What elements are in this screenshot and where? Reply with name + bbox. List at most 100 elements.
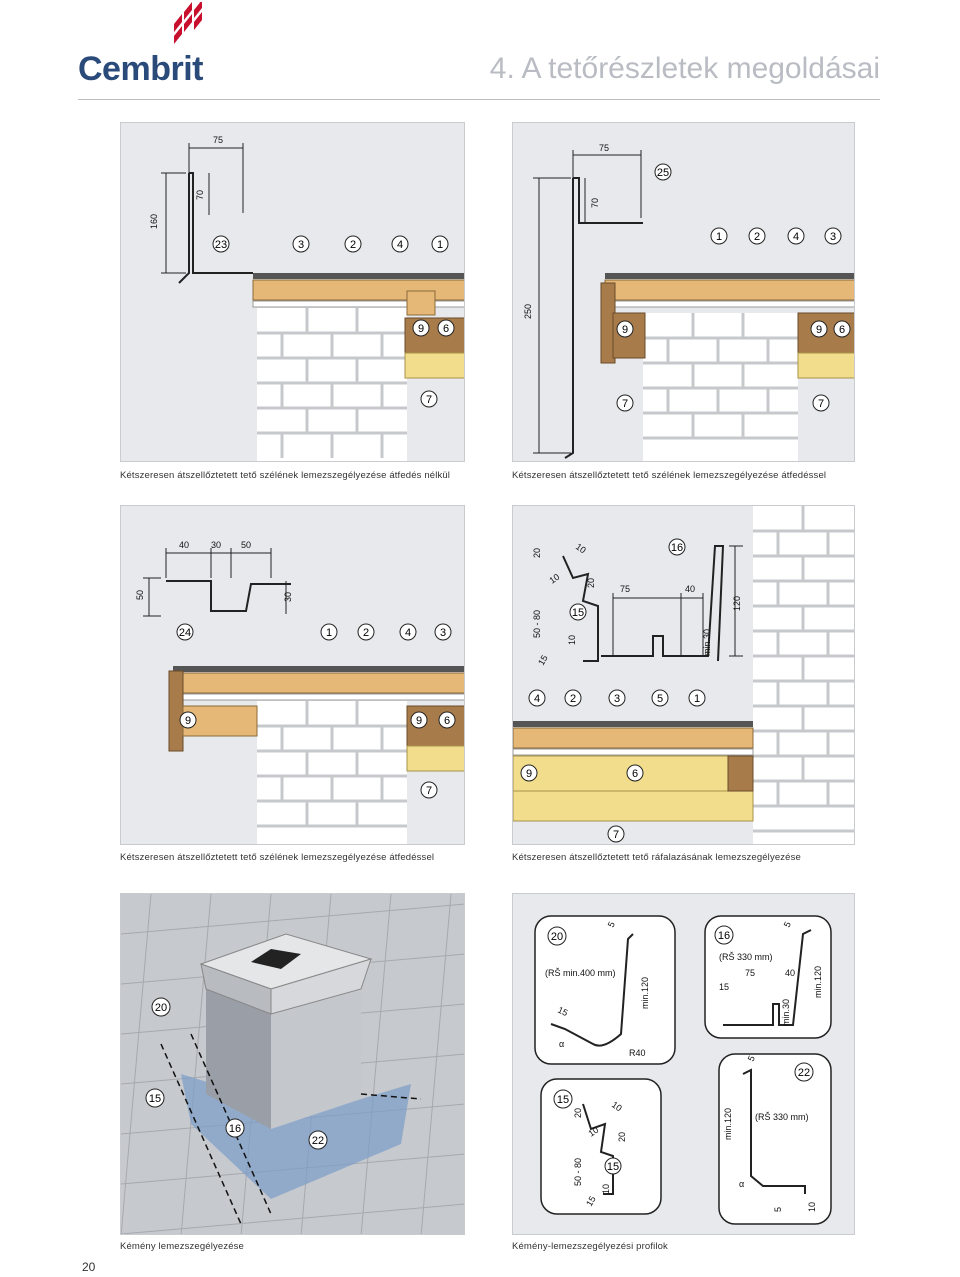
d22-dim-min120: min.120 — [723, 1108, 733, 1140]
wall-abutment-drawing: 20 10 10 20 50 - 80 10 15 75 40 120 min.… — [513, 506, 854, 844]
eaves-no-overlap-drawing: 75 70 160 23 3 2 4 1 9 6 7 — [149, 135, 464, 461]
chimney-3d-illustration: 20 15 16 22 — [120, 893, 465, 1235]
d22-label: 22 — [798, 1067, 810, 1079]
d22-alpha: α — [739, 1179, 744, 1189]
d22-dim-10: 10 — [807, 1202, 817, 1212]
caption-panel-4: Kétszeresen átszellőztetett tető ráfalaz… — [512, 852, 801, 863]
dim-10-b: 10 — [547, 572, 561, 586]
d16-label: 16 — [718, 930, 730, 942]
label-9-left: 9 — [622, 324, 628, 336]
chimney-3d-drawing: 20 15 16 22 — [121, 894, 464, 1234]
verge-overlap-drawing: 40 30 50 50 30 24 1 2 4 3 9 9 6 7 — [135, 540, 464, 844]
label-15: 15 — [149, 1093, 161, 1105]
dim-70: 70 — [195, 190, 205, 200]
chimney-profiles-drawing: 20 (RŠ min.400 mm) 5 15 min.120 R40 α 16… — [534, 915, 832, 1225]
label-1: 1 — [326, 627, 332, 639]
d16-dim-40: 40 — [785, 968, 795, 978]
chimney-profiles-panel: 20 (RŠ min.400 mm) 5 15 min.120 R40 α 16… — [512, 893, 855, 1235]
d15-dim-50-80: 50 - 80 — [573, 1158, 583, 1186]
d15-dim-15: 15 — [584, 1194, 598, 1208]
caption-panel-6: Kémény-lemezszegélyezési profilok — [512, 1241, 668, 1252]
label-9: 9 — [418, 323, 424, 335]
label-6: 6 — [444, 715, 450, 727]
d20-dim-r40: R40 — [629, 1048, 646, 1058]
label-24: 24 — [179, 627, 191, 639]
caption-panel-5: Kémény lemezszegélyezése — [120, 1241, 244, 1252]
brand-name: Cembrit — [78, 50, 203, 88]
d15-label: 15 — [557, 1094, 569, 1106]
d16-dim-75: 75 — [745, 968, 755, 978]
label-6: 6 — [632, 768, 638, 780]
label-4: 4 — [793, 231, 799, 243]
label-7: 7 — [426, 394, 432, 406]
dim-250: 250 — [523, 304, 533, 319]
d16-dim-15: 15 — [719, 982, 729, 992]
d22-note: (RŠ 330 mm) — [755, 1112, 809, 1122]
dim-15: 15 — [536, 653, 550, 667]
detail-panel-eaves-no-overlap: 75 70 160 23 3 2 4 1 9 6 7 — [120, 122, 465, 462]
page-title: 4. A tetőrészletek megoldásai — [489, 52, 880, 85]
d15-dim-20-a: 20 — [573, 1108, 583, 1118]
label-6: 6 — [839, 324, 845, 336]
dim-50-side: 50 — [135, 590, 145, 600]
dim-75: 75 — [620, 584, 630, 594]
label-20: 20 — [155, 1002, 167, 1014]
d15-dim-10-b: 10 — [586, 1125, 600, 1139]
label-23: 23 — [215, 239, 227, 251]
d20-dim-5: 5 — [606, 920, 617, 929]
label-4: 4 — [534, 693, 540, 705]
d16-note: (RŠ 330 mm) — [719, 952, 773, 962]
label-2: 2 — [350, 239, 356, 251]
d20-alpha: α — [559, 1039, 564, 1049]
label-7-left: 7 — [622, 398, 628, 410]
dim-10-a: 10 — [574, 541, 588, 555]
detail-panel-wall-abutment: 20 10 10 20 50 - 80 10 15 75 40 120 min.… — [512, 505, 855, 845]
d20-dim-15: 15 — [556, 1005, 569, 1018]
d15-dim-10-a: 10 — [610, 1099, 624, 1113]
d20-dim-min120: min.120 — [640, 977, 650, 1009]
d16-dim-5: 5 — [782, 920, 793, 929]
d22-dim-5: 5 — [773, 1207, 783, 1212]
label-7-right: 7 — [818, 398, 824, 410]
page-number: 20 — [82, 1260, 96, 1274]
label-7: 7 — [613, 829, 619, 841]
detail-panel-verge-overlap: 40 30 50 50 30 24 1 2 4 3 9 9 6 7 — [120, 505, 465, 845]
caption-panel-2: Kétszeresen átszellőztetett tető széléne… — [512, 470, 827, 481]
label-5: 5 — [657, 693, 663, 705]
dim-20-side: 20 — [586, 578, 596, 588]
detail-panel-eaves-overlap: 75 70 250 25 1 2 4 3 9 9 6 7 7 — [512, 122, 855, 462]
d20-note: (RŠ min.400 mm) — [545, 968, 616, 978]
caption-panel-3: Kétszeresen átszellőztetett tető széléne… — [120, 852, 435, 863]
label-1: 1 — [437, 239, 443, 251]
dim-40: 40 — [179, 540, 189, 550]
d15-dim-10-c: 10 — [601, 1184, 611, 1194]
d16-dim-min30: min.30 — [781, 999, 791, 1026]
label-3: 3 — [440, 627, 446, 639]
dim-30-side: 30 — [283, 592, 293, 602]
dim-75: 75 — [599, 143, 609, 153]
d20-label: 20 — [551, 931, 563, 943]
dim-30: 30 — [211, 540, 221, 550]
header-divider — [78, 99, 880, 100]
label-22: 22 — [312, 1135, 324, 1147]
label-3: 3 — [614, 693, 620, 705]
label-4: 4 — [405, 627, 411, 639]
label-2: 2 — [363, 627, 369, 639]
d16-dim-min120: min.120 — [813, 966, 823, 998]
dim-min-30: min.30 — [702, 629, 712, 656]
cembrit-logo-mark — [174, 2, 202, 44]
label-4: 4 — [397, 239, 403, 251]
label-9: 9 — [526, 768, 532, 780]
label-16: 16 — [671, 542, 683, 554]
label-7: 7 — [426, 785, 432, 797]
dim-160: 160 — [149, 214, 159, 229]
label-9-right: 9 — [816, 324, 822, 336]
dim-75: 75 — [213, 135, 223, 145]
label-1: 1 — [716, 231, 722, 243]
d15-dim-15-circle: 15 — [607, 1161, 619, 1173]
eaves-overlap-drawing: 75 70 250 25 1 2 4 3 9 9 6 7 7 — [523, 143, 854, 461]
label-3: 3 — [830, 231, 836, 243]
label-3: 3 — [298, 239, 304, 251]
d22-dim-5-top: 5 — [746, 1054, 757, 1063]
label-1: 1 — [694, 693, 700, 705]
